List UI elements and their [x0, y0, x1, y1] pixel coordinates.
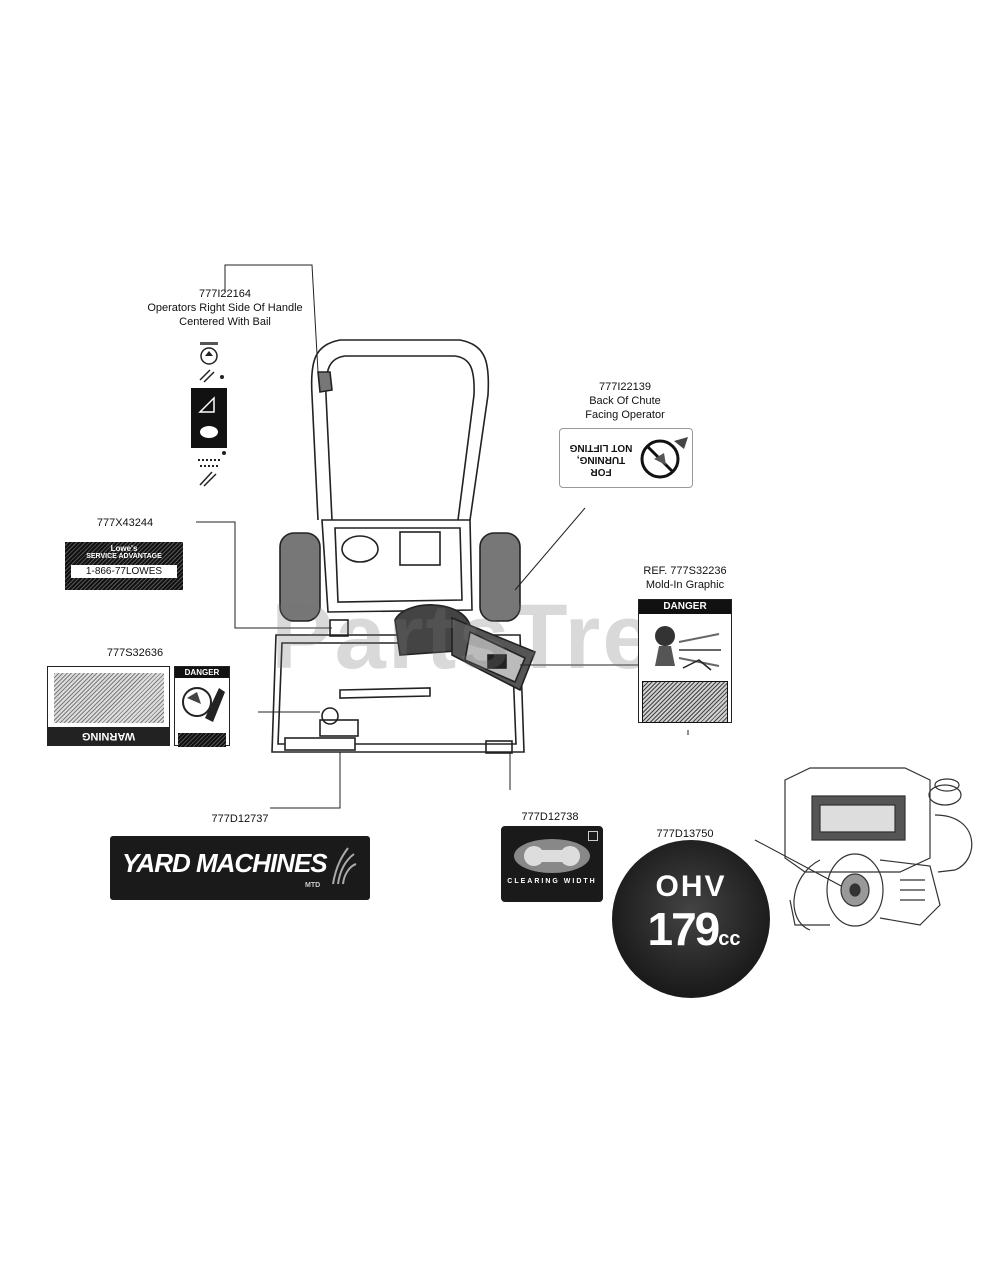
callout-777d13750: 777D13750: [656, 828, 714, 840]
corner-box: [588, 831, 598, 841]
yard-machines-brand: YARD MACHINES: [122, 848, 328, 878]
lowes-service-decal: Lowe's SERVICE ADVANTAGE 1-866-77LOWES: [65, 542, 183, 590]
hand-hazard-icon: [182, 687, 225, 722]
callout-777i22139: 777I22139 Back Of Chute Facing Operator: [540, 380, 710, 422]
part-number: 777I22139: [599, 381, 651, 393]
chute-text-line-1: FOR TURNING,: [576, 454, 626, 477]
chute-decal: FOR TURNING, NOT LIFTING: [559, 428, 693, 488]
callout-777x43244: 777X43244: [96, 517, 154, 529]
chute-text-line-2: NOT LIFTING: [569, 442, 633, 453]
callout-777s32236: REF. 777S32236 Mold-In Graphic: [620, 564, 750, 592]
watermark: PartsTree: [271, 586, 709, 688]
lowes-phone: 1-866-77LOWES: [71, 565, 177, 578]
danger-small-header: DANGER: [175, 667, 229, 678]
danger-header: DANGER: [639, 600, 731, 614]
callout-777s32636: 777S32636: [106, 647, 164, 659]
ohv-displacement: 179cc: [624, 902, 764, 956]
control-icons-graphic: [191, 342, 227, 487]
warning-decal: WARNING: [47, 666, 170, 746]
lowes-text-line-1: Lowe's: [110, 544, 138, 553]
clearing-width-decal: CLEARING WIDTH: [501, 826, 603, 902]
yard-machines-decal: YARD MACHINES MTD: [110, 836, 370, 900]
location-line-1: Back Of Chute: [589, 395, 661, 407]
location-line-2: Centered With Bail: [179, 316, 271, 328]
grass-leaf-icon: [332, 847, 357, 885]
no-lifting-icon: [640, 437, 688, 479]
clearing-width-graphic: [514, 839, 590, 873]
danger-small-decal: DANGER: [174, 666, 230, 747]
part-number: 777I22164: [199, 288, 251, 300]
danger-small-text: [178, 733, 226, 747]
warning-footer: WARNING: [48, 727, 169, 745]
clearing-width-text: CLEARING WIDTH: [507, 878, 597, 885]
ohv-179cc-decal: OHV 179cc: [612, 840, 770, 998]
location-line-1: Mold-In Graphic: [645, 579, 725, 591]
callout-777d12737: 777D12737: [211, 813, 269, 825]
location-line-1: Operators Right Side Of Handle: [147, 302, 303, 314]
location-line-2: Facing Operator: [585, 409, 665, 421]
displacement-value: 179: [647, 903, 721, 955]
auger-hazard-icon: [655, 626, 721, 671]
yard-machines-sub: MTD: [305, 882, 321, 889]
displacement-unit: cc: [718, 928, 741, 950]
callout-777d12738: 777D12738: [521, 811, 579, 823]
danger-mold-in-decal: DANGER: [638, 599, 732, 723]
danger-text-block: [642, 681, 728, 723]
warning-text-block: [54, 673, 164, 723]
chute-text: FOR TURNING, NOT LIFTING: [566, 441, 636, 477]
part-number: REF. 777S32236: [643, 565, 727, 577]
callout-777i22164: 777I22164 Operators Right Side Of Handle…: [110, 287, 340, 329]
lowes-text-line-2: SERVICE ADVANTAGE: [86, 553, 162, 560]
ohv-text: OHV: [655, 870, 727, 903]
control-icons-decal: [190, 340, 228, 490]
